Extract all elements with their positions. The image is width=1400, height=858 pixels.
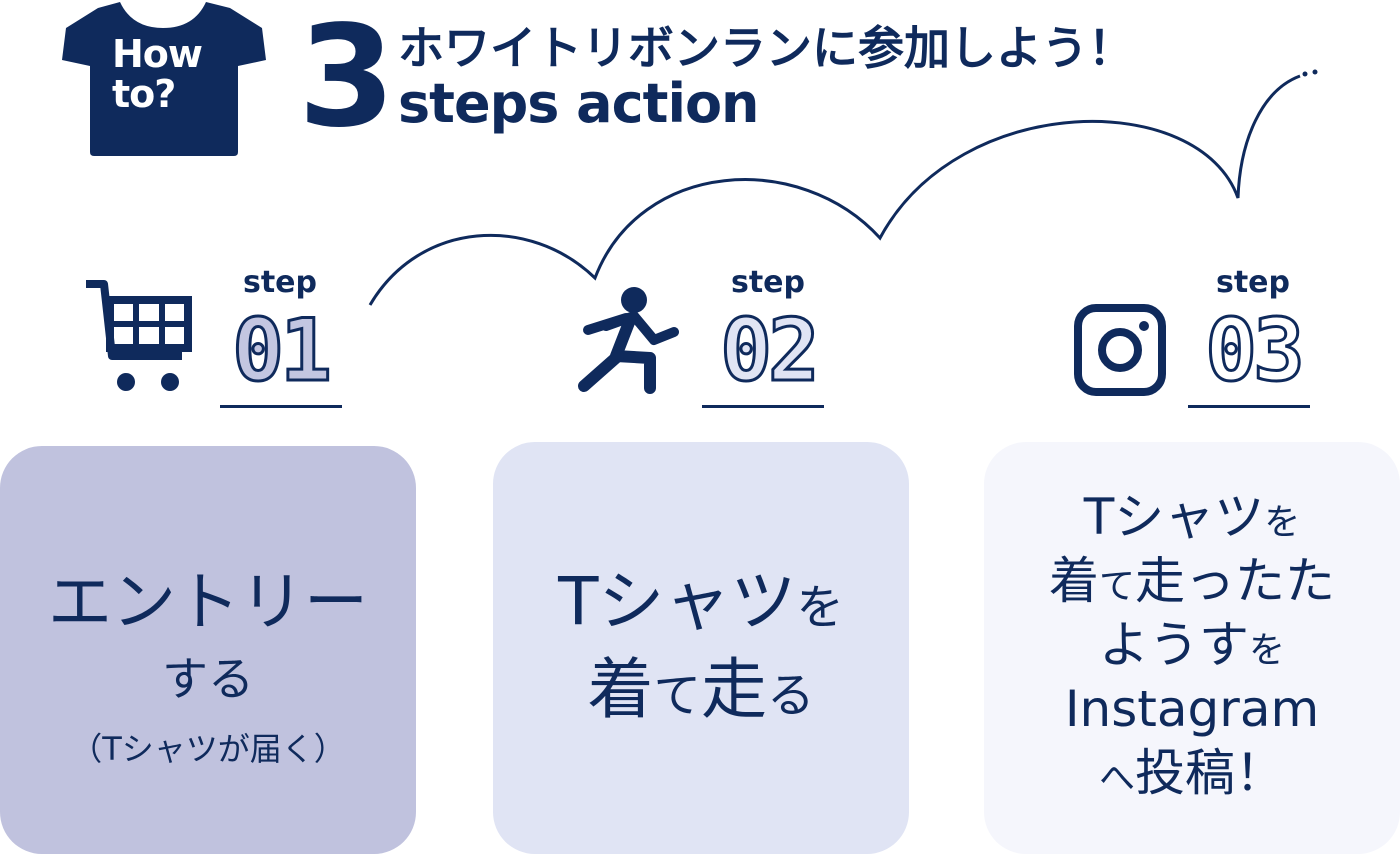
card-1-note: （Tシャツが届く）	[70, 730, 346, 768]
card-2-line-2-b: て	[653, 669, 701, 724]
card-2-line-1-main: Tシャツ	[558, 563, 797, 640]
card-2-line-2: 着て走る	[493, 653, 909, 734]
card-3-line-1-small: を	[1264, 502, 1301, 543]
cart-icon	[86, 280, 192, 391]
card-3-line-3: ようすを	[984, 616, 1400, 680]
step-1-label: step	[242, 265, 318, 300]
card-3-line-2-c: 走ったた	[1135, 552, 1335, 610]
card-2-line-1: Tシャツを	[493, 565, 909, 646]
step-2-number: 02	[719, 301, 822, 401]
heading-japanese: ホワイトリボンランに参加しよう！	[398, 21, 1134, 75]
card-3-line-2-b: て	[1098, 566, 1135, 607]
how-to-badge: How to?	[112, 34, 222, 114]
step-3-underline	[1188, 405, 1310, 408]
card-3-line-2-a: 着	[1048, 552, 1099, 610]
card-post	[984, 442, 1400, 854]
card-1-sub: する	[162, 652, 254, 706]
step-2-underline	[702, 405, 824, 408]
step-1-number: 01	[231, 301, 334, 401]
card-3-line-5-b: 投稿！	[1135, 744, 1285, 802]
step-1-underline	[220, 405, 342, 408]
steps-count: 3	[298, 0, 395, 159]
card-3-line-2: 着て走ったた	[984, 552, 1400, 616]
tshirt-icon	[62, 1, 266, 156]
card-3-line-4: Instagram	[1064, 680, 1320, 738]
card-3-line-1: Tシャツを	[984, 488, 1400, 552]
step-2-label: step	[730, 265, 806, 300]
step-3-label: step	[1215, 265, 1291, 300]
badge-line-2: to?	[112, 72, 176, 116]
card-3-line-5-a: へ	[1098, 758, 1135, 799]
card-3-line-3-small: を	[1248, 630, 1285, 671]
card-3-line-5: へ投稿！	[984, 744, 1400, 808]
card-2-line-2-d: る	[767, 669, 815, 724]
card-3-line-1-main: Tシャツ	[1083, 488, 1265, 546]
badge-line-1: How	[112, 32, 203, 76]
instagram-icon	[1074, 304, 1166, 396]
card-run	[493, 442, 909, 854]
step-3-number: 03	[1204, 301, 1307, 401]
card-2-line-2-a: 着	[587, 651, 654, 728]
card-entry	[0, 446, 416, 854]
card-2-line-2-c: 走	[701, 651, 767, 728]
card-3-line-3-main: ようす	[1098, 616, 1249, 674]
card-1-title: エントリー	[48, 566, 368, 640]
heading-english: steps action	[398, 72, 759, 135]
runner-icon	[578, 287, 679, 394]
card-2-line-1-small: を	[796, 581, 844, 636]
